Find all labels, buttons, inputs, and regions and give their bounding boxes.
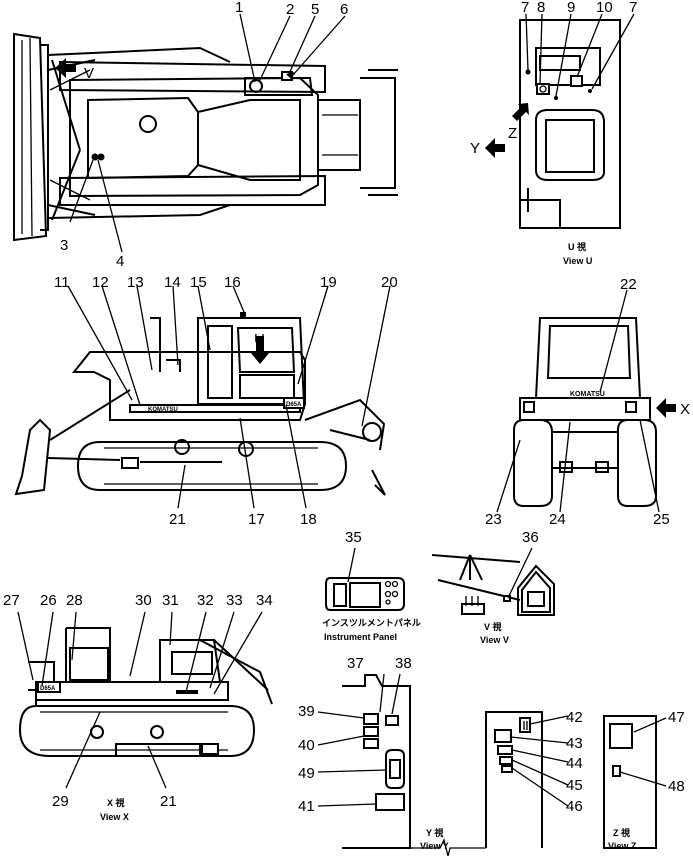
callout-label: 6 — [340, 1, 348, 18]
side-komatsu-text: KOMATSU — [148, 407, 178, 413]
callout-label: 4 — [116, 253, 124, 270]
callout-label: 35 — [345, 529, 362, 546]
callout-label: 34 — [256, 592, 273, 609]
callout-label: 8 — [537, 0, 545, 16]
view-y-letter: Y — [470, 140, 480, 157]
view-v-caption: View V — [480, 635, 509, 645]
callout-label: 21 — [169, 511, 186, 528]
side-model-text: D65A — [286, 402, 302, 408]
callout-label: 26 — [40, 592, 57, 609]
view-x-model-text: D65A — [40, 686, 56, 692]
callout-label: 21 — [160, 793, 177, 810]
view-z-letter: Z — [508, 125, 517, 142]
view-y-caption: View Y — [420, 841, 449, 851]
callout-label: 5 — [311, 1, 319, 18]
callout-label: 42 — [566, 709, 583, 726]
callout-label: 39 — [298, 703, 315, 720]
view-v-caption-jp: V 視 — [484, 621, 502, 632]
callout-label: 33 — [226, 592, 243, 609]
callout-label: 28 — [66, 592, 83, 609]
callout-label: 18 — [300, 511, 317, 528]
callout-label: 2 — [286, 1, 294, 18]
callout-label: 9 — [567, 0, 575, 16]
view-y-caption-jp: Y 視 — [426, 827, 443, 838]
side-view-drawing: KOMATSU D65A U — [14, 285, 391, 509]
callout-label: 48 — [668, 778, 685, 795]
callout-numbers: 1 2 5 6 7 8 9 10 7 3 4 11 12 13 14 15 16… — [3, 0, 685, 815]
callout-label: 37 — [347, 655, 364, 672]
callout-label: 7 — [521, 0, 529, 16]
callout-label: 14 — [164, 274, 181, 291]
callout-label: 43 — [566, 735, 583, 752]
view-x-caption-jp: X 視 — [107, 797, 125, 808]
callout-label: 30 — [135, 592, 152, 609]
callout-label: 45 — [566, 777, 583, 794]
view-z-drawing — [603, 715, 667, 849]
view-v-letter: V — [84, 65, 94, 82]
callout-label: 36 — [522, 529, 539, 546]
callout-label: 29 — [52, 793, 69, 810]
callout-label: 25 — [653, 511, 670, 528]
callout-label: 24 — [549, 511, 566, 528]
callout-label: 3 — [60, 237, 68, 254]
callout-label: 7 — [629, 0, 637, 16]
view-x-caption: View X — [100, 812, 129, 822]
callout-label: 1 — [235, 0, 243, 16]
view-x-letter: X — [680, 401, 690, 418]
view-x-drawing: D65A — [17, 611, 273, 789]
callout-label: 23 — [485, 511, 502, 528]
rear-komatsu-text: KOMATSU — [570, 391, 605, 398]
callout-label: 27 — [3, 592, 20, 609]
view-v-drawing — [431, 547, 555, 616]
rear-view-drawing: KOMATSU X — [496, 289, 690, 513]
view-u-caption-jp: U 視 — [568, 241, 586, 252]
instrument-panel-caption: Instrument Panel — [324, 632, 397, 642]
callout-label: 10 — [596, 0, 613, 16]
callout-label: 31 — [162, 592, 179, 609]
view-y-drawing — [317, 673, 569, 857]
callout-label: 20 — [381, 274, 398, 291]
callout-label: 11 — [54, 274, 70, 291]
view-z-caption: View Z — [608, 841, 637, 851]
instrument-panel-drawing — [325, 547, 405, 611]
callout-label: 15 — [190, 274, 207, 291]
top-view-drawing: V — [13, 13, 398, 253]
callout-label: 38 — [395, 655, 412, 672]
callout-label: 13 — [127, 274, 144, 291]
callout-label: 46 — [566, 798, 583, 815]
callout-label: 16 — [224, 274, 241, 291]
callout-label: 12 — [92, 274, 109, 291]
callout-label: 41 — [298, 798, 315, 815]
view-z-caption-jp: Z 視 — [613, 827, 630, 838]
callout-label: 17 — [248, 511, 265, 528]
callout-label: 32 — [197, 592, 214, 609]
callout-label: 44 — [566, 755, 583, 772]
view-u-caption: View U — [563, 256, 592, 266]
callout-label: 19 — [320, 274, 337, 291]
instrument-panel-caption-jp: インスツルメントパネル — [322, 617, 421, 628]
view-u-drawing: Y Z — [470, 13, 635, 229]
view-u-letter: U — [254, 331, 265, 348]
callout-label: 49 — [298, 765, 315, 782]
callout-label: 47 — [668, 709, 685, 726]
callout-label: 22 — [620, 276, 637, 293]
callout-label: 40 — [298, 737, 315, 754]
